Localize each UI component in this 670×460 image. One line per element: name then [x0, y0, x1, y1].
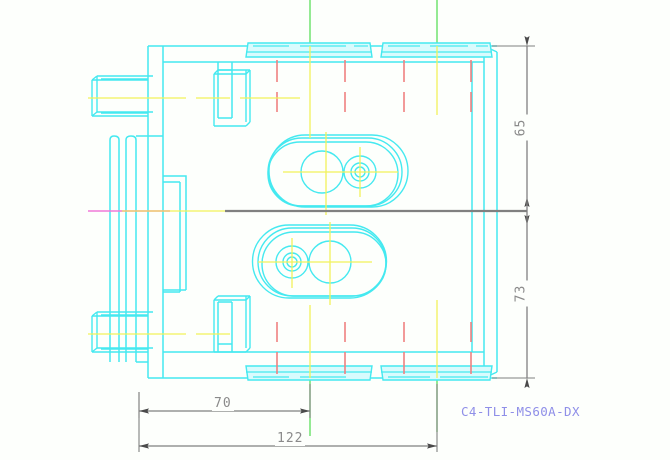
slot-lower-centerlines: [258, 222, 372, 305]
dimension-label-65: 65: [513, 114, 529, 141]
part-number-label: C4-TLI-MS60A-DX: [461, 404, 580, 419]
dimension-122: [138, 384, 438, 452]
dimension-label-70: 70: [212, 396, 234, 411]
left-stepped-notch: [163, 175, 187, 293]
dimension-label-73: 73: [513, 280, 529, 307]
slot-upper-centerlines: [283, 132, 398, 215]
yellow-centerlines: [88, 46, 438, 378]
hidden-lines-top: [276, 60, 472, 112]
dimension-label-122: 122: [275, 431, 306, 446]
dimension-vertical-line: [524, 36, 530, 388]
bottom-cover-strips: [245, 365, 493, 381]
dimension-vertical-extension-lines: [492, 45, 535, 379]
boss-upper-left: [91, 75, 153, 117]
body-outline: [147, 45, 498, 379]
slot-feature-upper: [267, 134, 409, 208]
dimension-line-horizontal-axis: [225, 197, 530, 225]
core-block-upper: [213, 69, 251, 127]
hidden-lines-bottom: [276, 322, 472, 374]
left-flange-plate: [109, 135, 163, 363]
boss-lower-left: [91, 311, 153, 353]
top-cover-strips: [245, 42, 493, 58]
core-block-lower: [213, 295, 251, 353]
